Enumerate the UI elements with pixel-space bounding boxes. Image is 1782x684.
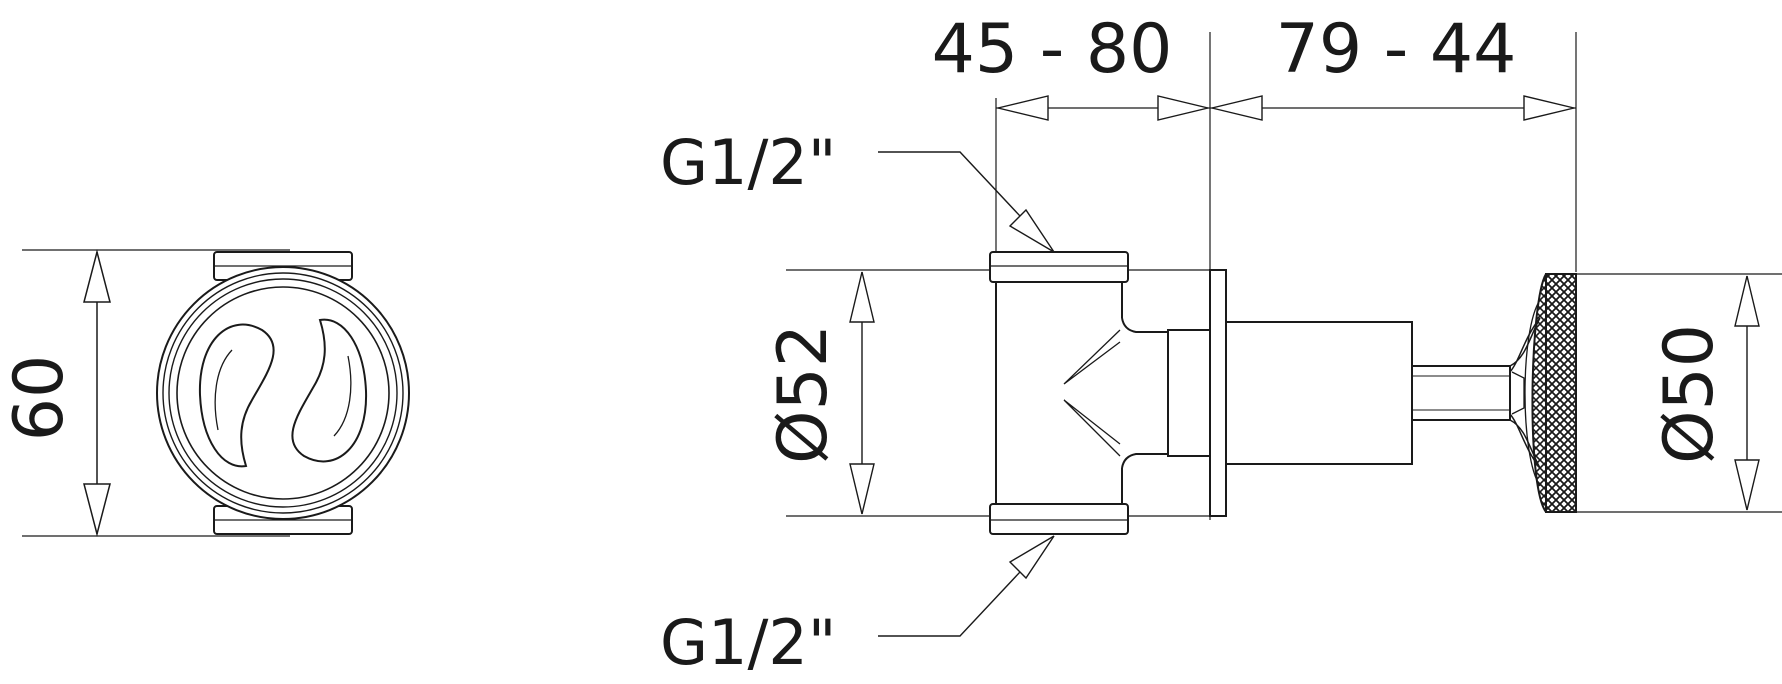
arrow-left-icon bbox=[997, 95, 1049, 121]
arrow-left-icon bbox=[1211, 95, 1263, 121]
outer-ring bbox=[156, 266, 410, 520]
dim-45-80-label: 45 - 80 bbox=[932, 10, 1173, 89]
dim-diameter-50-label: Ø50 bbox=[1650, 324, 1729, 464]
arrow-right-icon bbox=[1157, 95, 1209, 121]
thread-bottom-label: G1/2" bbox=[660, 606, 836, 679]
arrow-down-icon bbox=[849, 463, 875, 515]
arrow-right-icon bbox=[1523, 95, 1575, 121]
bottom-thread-cap bbox=[989, 503, 1129, 535]
dim-diameter-52-label: Ø52 bbox=[764, 324, 843, 464]
arrow-up-icon bbox=[849, 271, 875, 323]
flange-inner bbox=[1167, 329, 1211, 457]
arrow-leader-icon bbox=[1008, 208, 1055, 253]
valve-seat bbox=[1063, 329, 1121, 385]
end-view bbox=[22, 249, 410, 537]
dim-60-label: 60 bbox=[0, 355, 79, 442]
side-view bbox=[786, 32, 1782, 637]
arrow-up-icon bbox=[1734, 275, 1760, 327]
left-slot bbox=[198, 323, 275, 468]
wall-flange bbox=[1209, 269, 1227, 517]
arrow-down-icon bbox=[83, 483, 111, 537]
arrow-down-icon bbox=[1734, 459, 1760, 511]
arrow-up-icon bbox=[83, 249, 111, 303]
valve-stem bbox=[1411, 365, 1511, 421]
thread-top-label: G1/2" bbox=[660, 126, 836, 199]
arrow-leader-icon bbox=[1008, 535, 1055, 580]
dim-79-44-label: 79 - 44 bbox=[1276, 10, 1517, 89]
valve-body bbox=[1225, 321, 1413, 465]
right-slot bbox=[291, 318, 368, 463]
top-thread-cap bbox=[989, 251, 1129, 283]
